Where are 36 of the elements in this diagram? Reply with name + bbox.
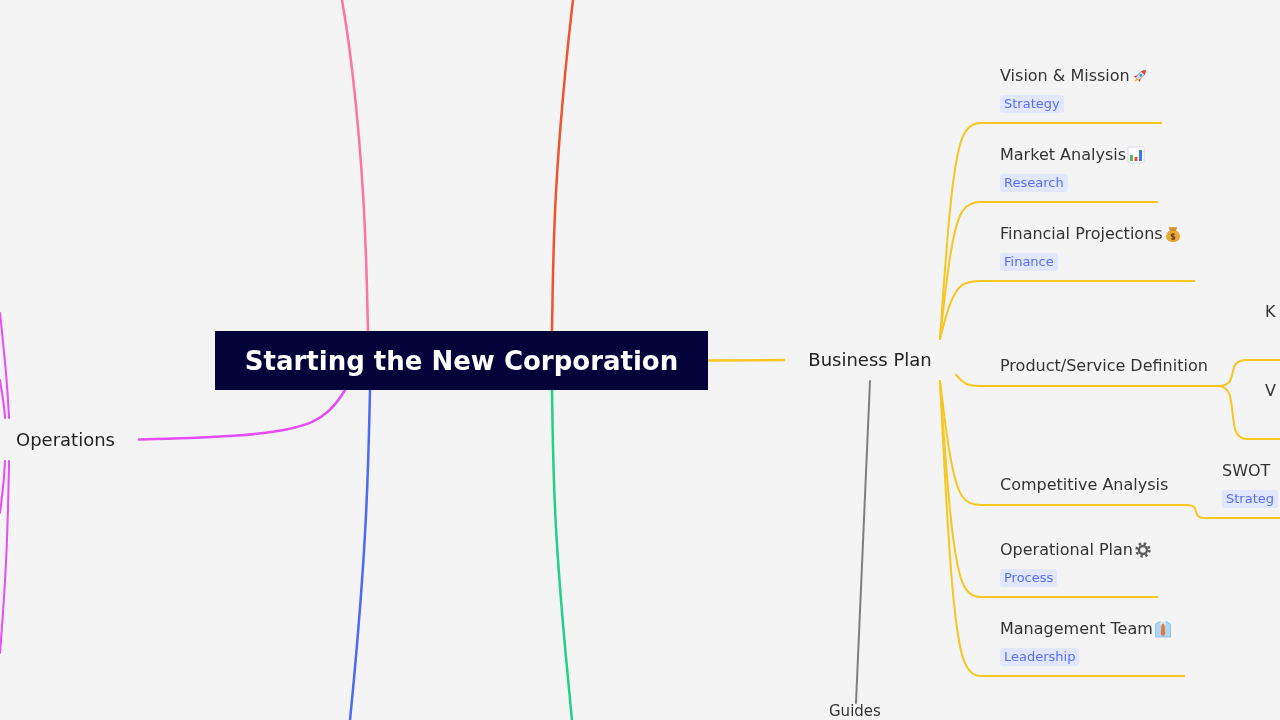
branch-connector [348, 388, 372, 720]
topic-label: Business Plan [808, 349, 932, 371]
subtopic-label: Financial Projections [1000, 224, 1163, 244]
branch-connector [855, 380, 871, 704]
central-topic [215, 331, 708, 390]
subtopic-label: K [1265, 302, 1276, 322]
topic-label: Operations [16, 428, 115, 451]
branch-connector [0, 460, 11, 654]
subtopic-label: SWOT [1222, 461, 1271, 481]
category-tag: Research [1000, 174, 1068, 192]
branch-connector [1184, 504, 1208, 519]
subtopic-label: Management Team [1000, 619, 1153, 639]
branch-connector [955, 373, 986, 387]
branch-connector [939, 280, 986, 340]
subtopic-label: Product/Service Definition [1000, 356, 1208, 376]
subtopic-label: V [1265, 381, 1276, 401]
branch-connector [550, 388, 574, 720]
branch-connector [137, 388, 347, 441]
subtopic-label: Competitive Analysis [1000, 475, 1169, 495]
subtopic-label: Market Analysis [1000, 145, 1126, 165]
branch-connector [340, 0, 370, 333]
category-tag: Strateg [1222, 490, 1278, 508]
branch-connector [0, 379, 6, 419]
subtopic-label: Operational Plan [1000, 540, 1133, 560]
category-tag: Finance [1000, 253, 1058, 271]
branch-label: Guides [829, 703, 882, 720]
category-tag: Process [1000, 569, 1058, 587]
branch-connector [550, 0, 575, 333]
topic-title: Starting the New Corporation [244, 344, 679, 377]
branch-connector [939, 201, 986, 340]
category-tag: Leadership [1000, 648, 1080, 666]
branch-connector [0, 460, 6, 514]
branch-connector [939, 380, 986, 677]
branch-connector [0, 312, 11, 419]
category-tag: Strategy [1000, 95, 1064, 113]
subtopic-label: Vision & Mission [1000, 66, 1130, 86]
